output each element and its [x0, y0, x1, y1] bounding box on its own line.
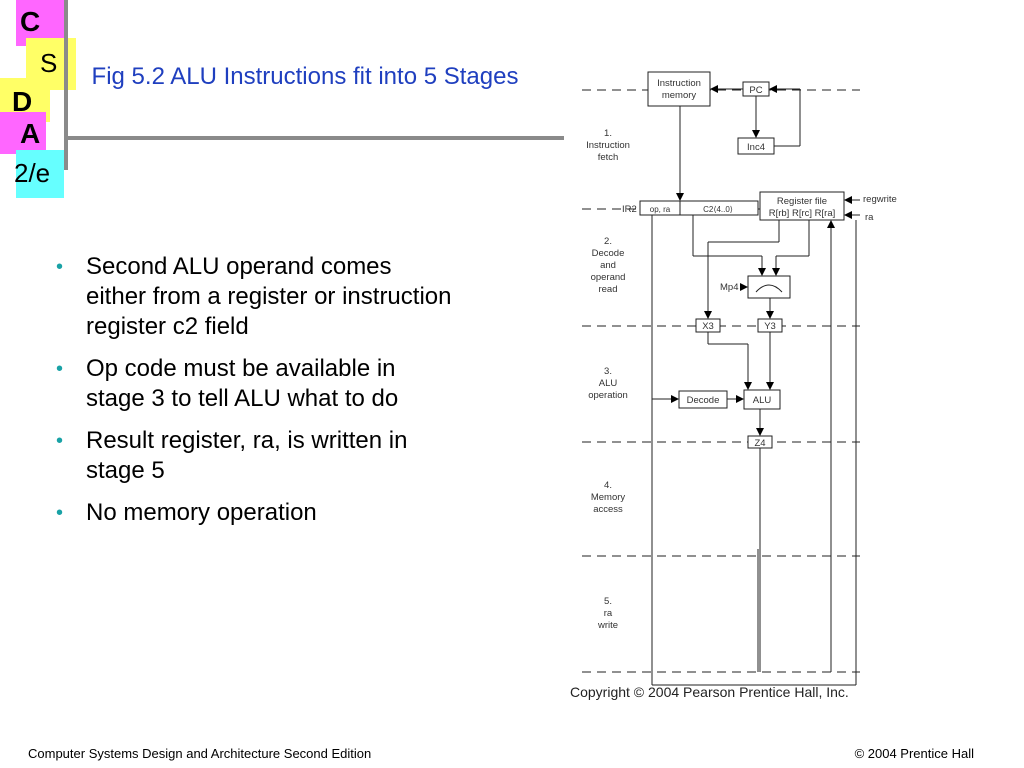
stage-4-num: 4. [604, 480, 612, 491]
bullet-item: • Second ALU operand comes either from a … [56, 252, 456, 342]
stage-4-line: access [593, 504, 623, 515]
stage-1-line: fetch [598, 152, 619, 163]
pipeline-diagram: 1. Instruction fetch 2. Decode and opera… [570, 71, 897, 700]
ir2-field-b: C2⟨4..0⟩ [703, 205, 733, 214]
logo-letter-a: A [20, 118, 41, 149]
regwrite-signal: regwrite [863, 194, 897, 205]
bullet-item: • Op code must be available in stage 3 to… [56, 354, 456, 414]
stage-4-line: Memory [591, 492, 626, 503]
diagram-copyright: Copyright © 2004 Pearson Prentice Hall, … [570, 684, 849, 700]
alu-label: ALU [753, 395, 772, 406]
logo-letter-s: S [40, 48, 58, 78]
slide-title: Fig 5.2 ALU Instructions fit into 5 Stag… [91, 63, 519, 90]
bullet-text: No memory operation [86, 499, 317, 526]
bullet-text: Result register, ra, is written in stage… [86, 427, 408, 484]
alu-box [743, 389, 781, 410]
logo-letter-edition: 2/e [14, 158, 51, 188]
bullet-text: Op code must be available in stage 3 to … [86, 355, 399, 412]
stage-5-line: write [597, 620, 618, 631]
stage-1-line: Instruction [586, 140, 630, 151]
stage-2-line: and [600, 260, 616, 271]
logo-letter-d: D [12, 86, 33, 117]
logo-square-a [0, 112, 46, 154]
x3-label: X3 [702, 321, 714, 332]
bullet-text: Second ALU operand comes either from a r… [86, 253, 452, 340]
stage-5-line: ra [604, 608, 613, 619]
stage-2-line: Decode [592, 248, 625, 259]
ra-signal: ra [865, 212, 874, 223]
footer-right: © 2004 Prentice Hall [854, 746, 974, 761]
stage-3-line: ALU [599, 378, 618, 389]
decode-label: Decode [687, 395, 720, 406]
title-rule [64, 136, 564, 140]
instruction-memory-label: Instruction [657, 78, 701, 89]
instruction-memory-box [647, 71, 711, 107]
z4-label: Z4 [754, 438, 765, 449]
bullet-item: • No memory operation [56, 498, 456, 528]
ir2-label: IR2 [622, 204, 637, 215]
bullet-dot-icon: • [56, 256, 64, 278]
stage-3-num: 3. [604, 366, 612, 377]
inc4-label: Inc4 [747, 142, 765, 153]
ir2-register [639, 200, 759, 216]
mp4-label: Mp4 [720, 282, 738, 293]
bullet-item: • Result register, ra, is written in stag… [56, 426, 456, 486]
logo-vertical-rule [64, 0, 68, 170]
footer-left: Computer Systems Design and Architecture… [28, 746, 372, 761]
y3-label: Y3 [764, 321, 776, 332]
register-file-label: Register file [777, 196, 827, 207]
logo-letter-c: C [20, 6, 41, 37]
bullet-dot-icon: • [56, 502, 64, 524]
logo-square-e [16, 150, 64, 198]
bullet-list: • Second ALU operand comes either from a … [56, 252, 456, 540]
register-file-box [759, 191, 845, 221]
stage-1-num: 1. [604, 128, 612, 139]
bullet-dot-icon: • [56, 358, 64, 380]
ir2-field-a: op, ra [650, 205, 671, 214]
stage-5-num: 5. [604, 596, 612, 607]
stage-2-num: 2. [604, 236, 612, 247]
stage-2-line: operand [591, 272, 626, 283]
mp4-mux [747, 275, 791, 299]
stage-3-line: operation [588, 390, 628, 401]
instruction-memory-label: memory [662, 90, 697, 101]
bullet-dot-icon: • [56, 430, 64, 452]
register-file-ports: R[rb] R[rc] R[ra] [769, 208, 836, 219]
stage-2-line: read [598, 284, 617, 295]
pc-label: PC [749, 85, 762, 96]
